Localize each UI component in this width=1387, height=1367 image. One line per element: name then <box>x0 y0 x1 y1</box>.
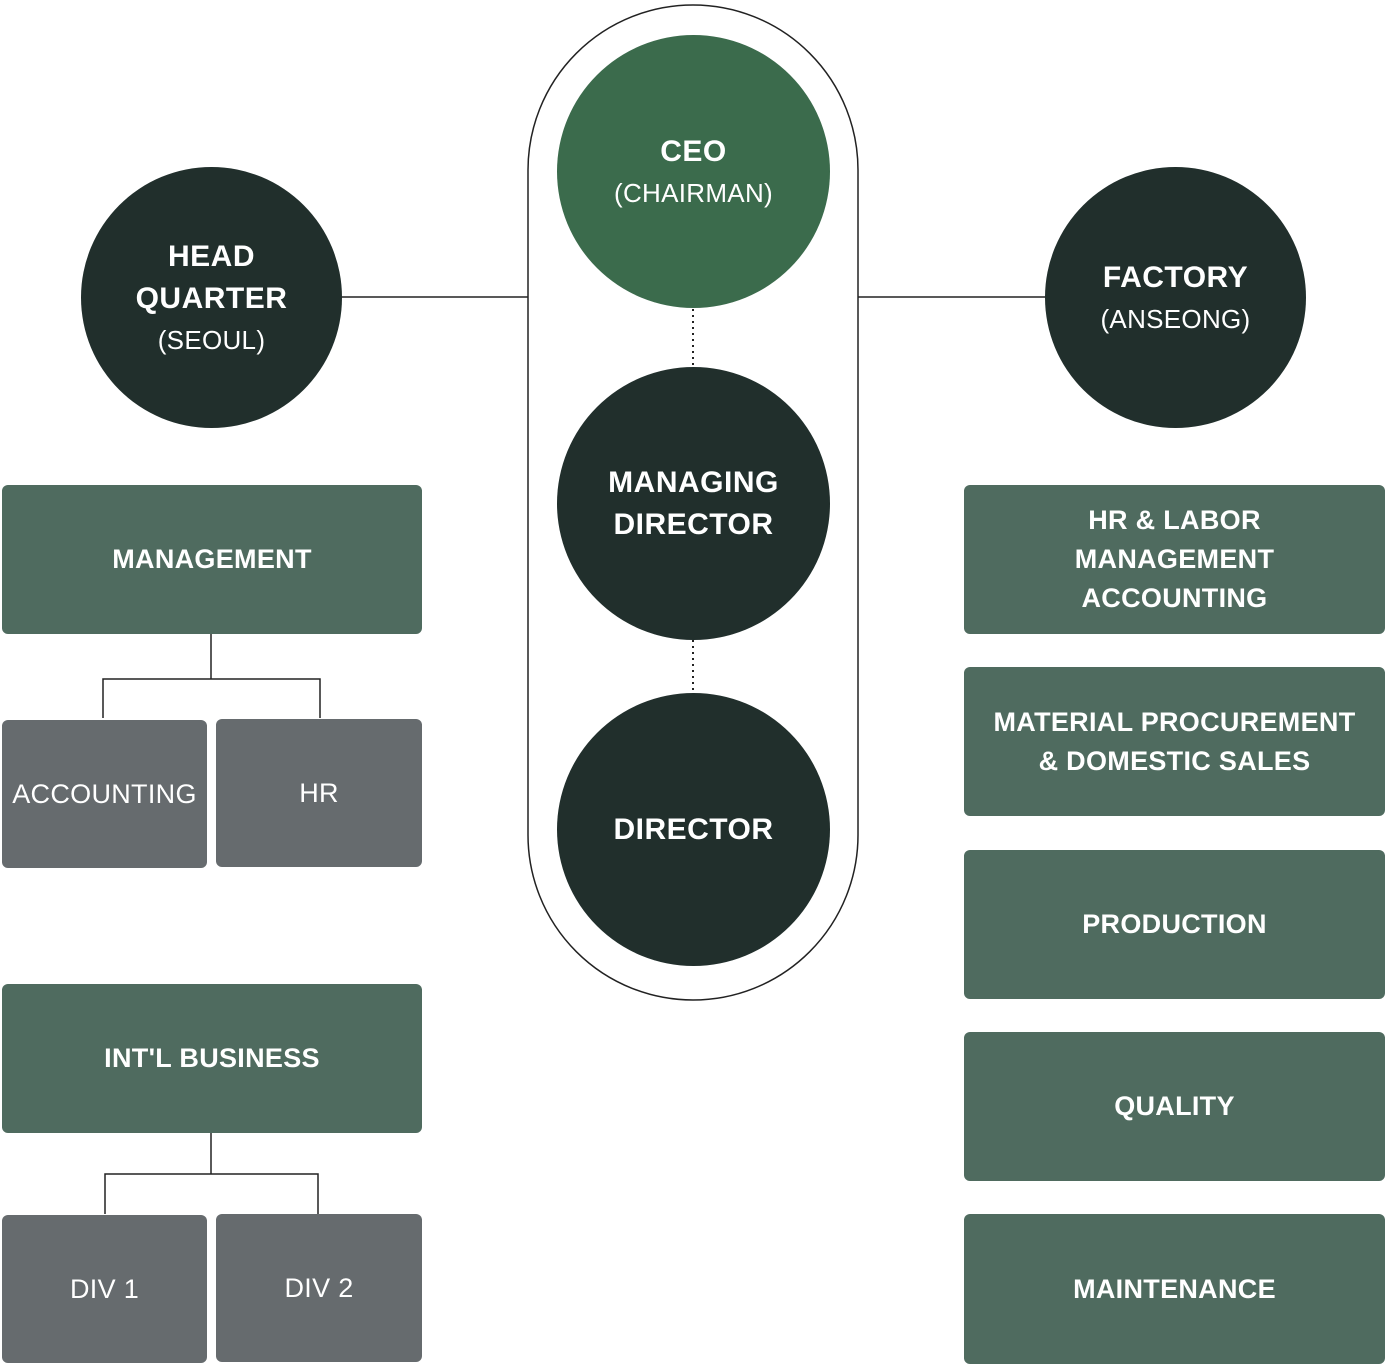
hr-labor-label: HR & LABOR MANAGEMENT ACCOUNTING <box>1074 505 1275 613</box>
ceo-subtitle: (CHAIRMAN) <box>614 177 773 208</box>
production-box: PRODUCTION <box>964 850 1385 999</box>
div-2-label: DIV 2 <box>284 1272 354 1303</box>
intl-business-box: INT'L BUSINESS <box>2 984 422 1133</box>
div-1-box: DIV 1 <box>2 1215 207 1363</box>
director-title: DIRECTOR <box>613 812 774 846</box>
ceo-title: CEO <box>660 134 727 168</box>
production-label: PRODUCTION <box>1082 909 1267 939</box>
managing-director-title: MANAGING DIRECTOR <box>608 465 779 541</box>
quality-label: QUALITY <box>1114 1091 1235 1121</box>
hr-labor-box: HR & LABOR MANAGEMENT ACCOUNTING <box>964 485 1385 634</box>
div-2-box: DIV 2 <box>216 1214 422 1362</box>
maintenance-box: MAINTENANCE <box>964 1214 1385 1364</box>
material-procurement-box: MATERIAL PROCUREMENT & DOMESTIC SALES <box>964 667 1385 816</box>
intl-business-label: INT'L BUSINESS <box>104 1043 320 1073</box>
management-label: MANAGEMENT <box>112 544 312 574</box>
ceo-node: CEO (CHAIRMAN) <box>557 35 830 308</box>
director-node: DIRECTOR <box>557 693 830 966</box>
accounting-box: ACCOUNTING <box>2 720 207 868</box>
maintenance-label: MAINTENANCE <box>1073 1273 1276 1304</box>
accounting-label: ACCOUNTING <box>12 778 197 809</box>
factory-title: FACTORY <box>1102 260 1249 294</box>
intl-branch-line <box>104 1173 319 1214</box>
hr-label: HR <box>299 777 339 808</box>
hr-box: HR <box>216 719 422 867</box>
material-procurement-label: MATERIAL PROCUREMENT & DOMESTIC SALES <box>993 706 1356 776</box>
div-1-label: DIV 1 <box>69 1273 140 1304</box>
quality-box: QUALITY <box>964 1032 1385 1181</box>
managing-director-node: MANAGING DIRECTOR <box>557 367 830 640</box>
head-quarter-title: HEAD QUARTER <box>135 239 288 315</box>
head-quarter-subtitle: (SEOUL) <box>157 324 266 355</box>
head-quarter-node: HEAD QUARTER (SEOUL) <box>81 167 342 428</box>
factory-node: FACTORY (ANSEONG) <box>1045 167 1306 428</box>
management-branch-line <box>102 678 321 718</box>
factory-subtitle: (ANSEONG) <box>1100 303 1251 334</box>
executive-capsule <box>527 4 859 1001</box>
management-box: MANAGEMENT <box>2 485 422 634</box>
